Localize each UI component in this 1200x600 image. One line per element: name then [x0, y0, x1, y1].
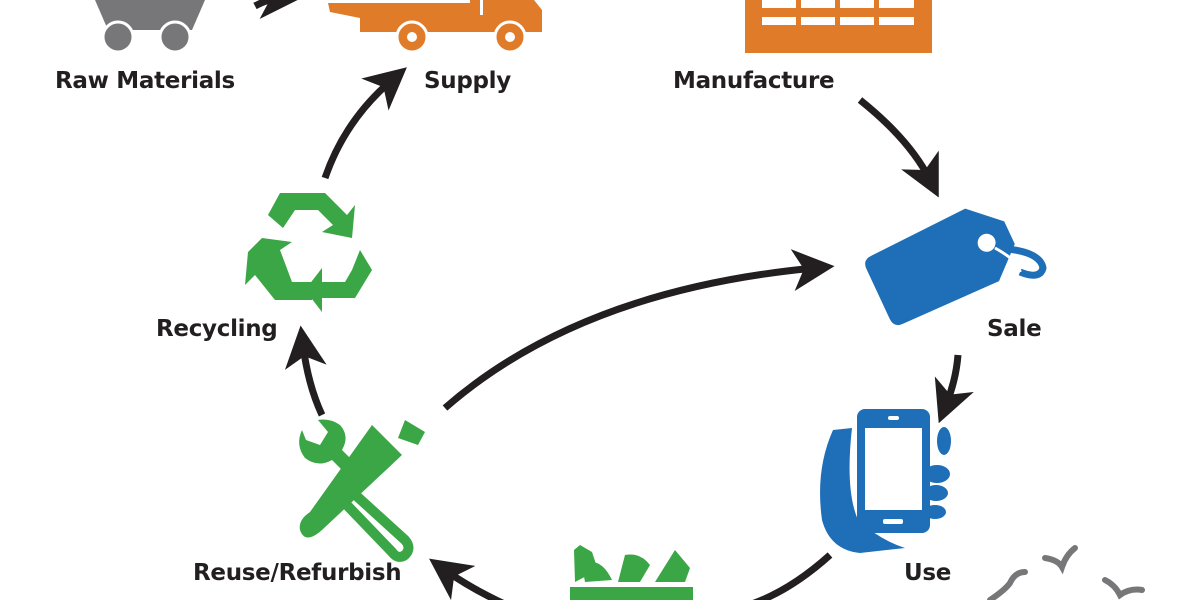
sale-label: Sale: [987, 316, 1042, 342]
arrow-manufacture-to-sale: [857, 97, 939, 198]
factory-icon: [745, 0, 932, 53]
arrow-use-to-waste: [752, 552, 833, 600]
price-tag-icon: [865, 208, 1047, 326]
arrow-recycling-to-supply: [321, 67, 407, 180]
reuse-refurbish-label: Reuse/Refurbish: [193, 560, 402, 586]
arrow-sale-to-use: [934, 354, 974, 424]
raw-materials-label: Raw Materials: [55, 68, 235, 94]
wrench-screwdriver-icon: [299, 419, 425, 562]
manufacture-label: Manufacture: [673, 68, 835, 94]
birds-icon: [987, 545, 1145, 600]
waste-bin-icon: [570, 545, 693, 600]
use-label: Use: [904, 560, 952, 586]
arrow-waste-to-reuse: [429, 558, 505, 600]
recycle-icon: [245, 193, 372, 312]
recycling-label: Recycling: [156, 316, 278, 342]
cycle-arrows: [253, 0, 974, 600]
arrow-reuse-to-recycling: [284, 325, 327, 417]
mine-cart-icon: [95, 0, 205, 54]
arrow-reuse-to-sale: [442, 249, 835, 411]
delivery-truck-icon: [328, 0, 542, 54]
arrow-raw-to-supply: [253, 0, 302, 20]
supply-label: Supply: [424, 68, 511, 94]
hand-holding-phone-icon: [820, 409, 951, 553]
